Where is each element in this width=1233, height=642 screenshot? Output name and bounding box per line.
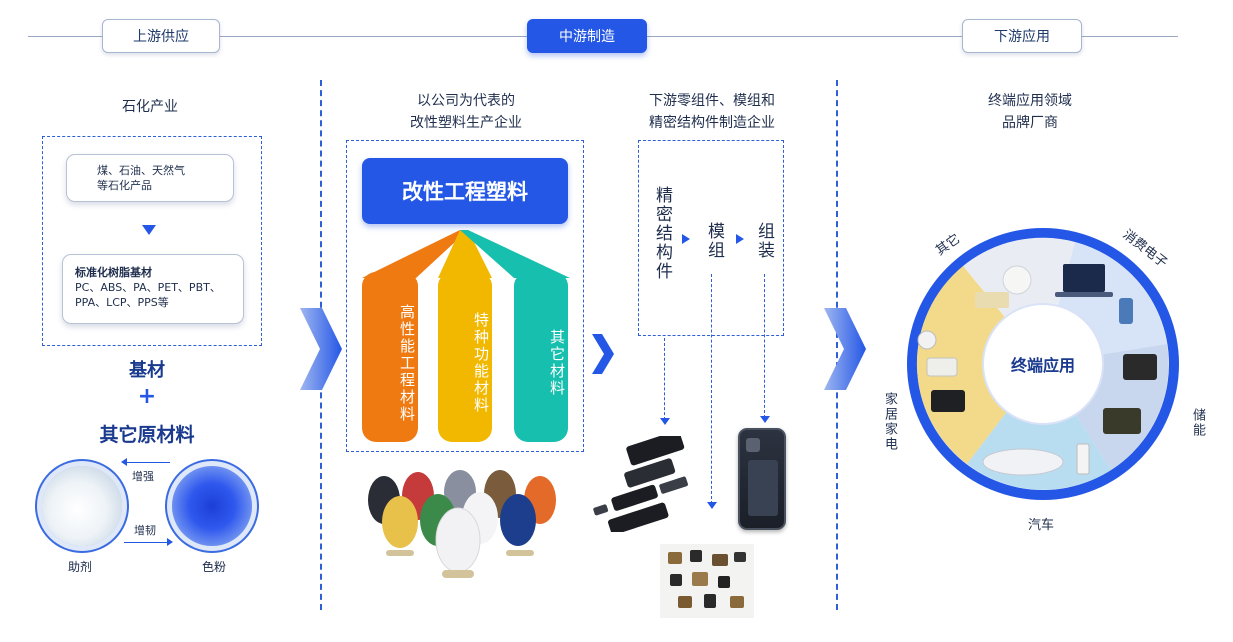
category-fan-connector [362, 230, 570, 278]
downstream-caption-line1: 终端应用领域 [988, 93, 1072, 109]
reinforce-label: 增强 [132, 470, 154, 483]
resin-title: 标准化树脂基材 [75, 266, 152, 279]
raw-materials-line2: 等石化产品 [97, 179, 152, 192]
raw-materials-card: 煤、石油、天然气 等石化产品 [66, 154, 234, 202]
segment-home-appliance [916, 266, 1043, 464]
company-caption-line1: 以公司为代表的 [417, 93, 515, 109]
tv-box-icon [931, 390, 965, 412]
pill-high-performance: 高性能工程材料 [362, 272, 418, 442]
down-arrowhead-parts [660, 418, 670, 425]
pellet-jars-image [368, 470, 556, 578]
parts-caption-line1: 下游零组件、模组和 [649, 93, 775, 109]
flow-module: 模组 [704, 222, 724, 260]
phone-parts-photo [593, 436, 688, 532]
wheel-center-label: 终端应用 [1010, 356, 1075, 375]
flow-arrow-icon-1 [682, 234, 690, 244]
flow-chevron-icon-3 [824, 308, 866, 390]
stage-upstream-tab: 上游供应 [102, 19, 220, 53]
company-products-box [346, 140, 584, 452]
laptop-base-icon [1055, 292, 1113, 297]
down-arrowhead-module [707, 502, 717, 509]
toughen-label: 增韧 [134, 524, 156, 537]
speaker-icon [926, 357, 958, 377]
phone-icon [1119, 298, 1133, 324]
resin-list-line1: PC、ABS、PA、PET、PBT、 [75, 281, 221, 294]
flow-arrow-icon-2 [736, 234, 744, 244]
pigment-label: 色粉 [202, 560, 227, 574]
parts-caption: 下游零组件、模组和 精密结构件制造企业 [622, 90, 802, 134]
flow-precision-parts: 精密结构件 [652, 186, 672, 281]
modified-engineering-plastics-box: 改性工程塑料 [362, 158, 568, 224]
down-triangle-icon [142, 225, 156, 235]
stage-downstream-tab: 下游应用 [962, 19, 1082, 53]
phone-battery-icon [748, 460, 778, 516]
resin-card: 标准化树脂基材 PC、ABS、PA、PET、PBT、 PPA、LCP、PPS等 [62, 254, 244, 324]
power-station-icon [1123, 354, 1157, 380]
bulb-icon [1002, 265, 1032, 295]
reinforce-arrow [126, 462, 170, 463]
down-arrowhead-assembly [760, 416, 770, 423]
phone-camera-icon [746, 438, 760, 452]
down-arrow-parts [664, 338, 665, 420]
down-arrow-module [711, 274, 712, 504]
raw-materials-line1: 煤、石油、天然气 [97, 164, 185, 177]
pill-special-function: 特种功能材料 [438, 272, 492, 442]
company-caption-line2: 改性塑料生产企业 [410, 115, 522, 131]
toughen-arrow [124, 542, 168, 543]
charger-icon [1076, 443, 1090, 475]
battery-pack-icon [1103, 408, 1141, 434]
car-icon [982, 448, 1064, 476]
additive-photo [42, 466, 122, 546]
flow-chevron-icon-2 [592, 334, 614, 374]
laptop-icon [1063, 264, 1105, 292]
additive-label: 助剂 [68, 560, 93, 574]
flow-assembly: 组装 [754, 222, 774, 260]
resin-list-line2: PPA、LCP、PPS等 [75, 296, 169, 309]
stage-midstream-tab: 中游制造 [527, 19, 647, 53]
down-arrow-assembly [764, 274, 765, 418]
parts-caption-line2: 精密结构件制造企业 [649, 115, 775, 131]
upstream-materials-box [42, 136, 262, 346]
upstream-title: 石化产业 [122, 99, 178, 115]
separator-right [836, 80, 838, 610]
pigment-photo [172, 466, 252, 546]
camera-modules-photo [660, 544, 754, 618]
segment-label-automobile: 汽车 [1028, 518, 1055, 533]
application-wheel [907, 228, 1179, 500]
toughen-arrowhead [167, 538, 173, 546]
company-caption: 以公司为代表的 改性塑料生产企业 [366, 90, 566, 134]
plus-icon: + [137, 384, 157, 409]
base-material-label: 基材 [129, 360, 165, 381]
segment-label-energy-storage: 储能 [1190, 408, 1205, 438]
camera-modules-image [668, 550, 746, 608]
flow-chevron-icon-1 [300, 308, 342, 390]
reinforce-arrowhead [121, 458, 127, 466]
plastic-pellets-photo [356, 470, 566, 580]
downstream-caption-line2: 品牌厂商 [1002, 115, 1058, 131]
wheel-center [982, 303, 1104, 425]
camera-icon [917, 330, 937, 350]
assembled-phone-photo [738, 428, 786, 530]
other-raw-materials-label: 其它原材料 [99, 424, 195, 446]
segment-label-home-appliance: 家居家电 [882, 392, 897, 452]
downstream-caption: 终端应用领域 品牌厂商 [960, 90, 1100, 134]
panel-icon [975, 292, 1009, 308]
pill-other-materials: 其它材料 [514, 272, 568, 442]
